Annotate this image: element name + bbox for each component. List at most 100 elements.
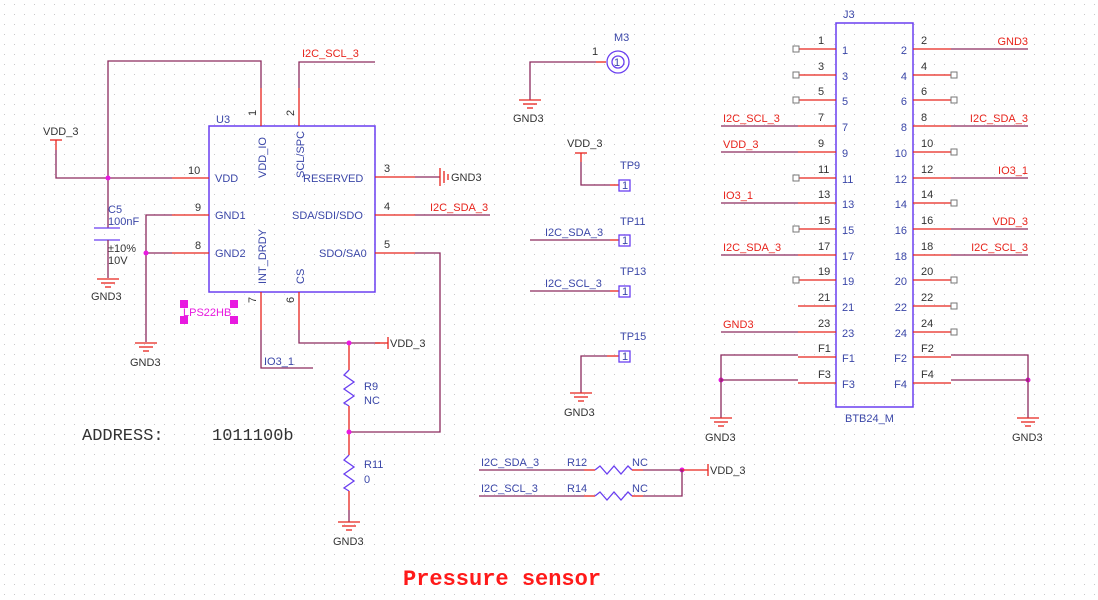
j3-pin-20-num: 20 [921,266,933,278]
j3-pin-8-num: 8 [921,112,927,124]
j3-pin-10-name: 10 [895,148,907,160]
u3-pin-2-name: SCL/SPC [295,131,307,178]
j3-pin-5-name: 5 [842,96,848,108]
gnd-symbol: GND3 [91,278,122,303]
u3-pin-4-num: 4 [384,201,390,213]
j3-pin-12-num: 12 [921,164,933,176]
u3-pin-9-num: 9 [195,202,201,214]
j3-pin-1-num: 1 [818,35,824,47]
r14-value: NC [632,483,648,495]
c5-tolerance: ±10% [108,243,136,255]
c5-ref: C5 [108,204,122,216]
gnd-label: GND3 [130,357,161,369]
tp9-ref: TP9 [620,160,640,172]
tp-pin-glyph: 1 [622,235,628,247]
j3-pin-17-name: 17 [842,251,854,263]
u3-component[interactable]: U3 10 VDD 9 GND1 8 GND2 3 RESERVED 4 SDA… [172,88,415,330]
j3-net-label: I2C_SCL_3 [723,113,780,125]
r14-ref: R14 [567,483,587,495]
j3-pin-23-name: 23 [842,328,854,340]
gnd-symbol: GND3 [130,342,161,369]
u3-pin-5-num: 5 [384,239,390,251]
gnd-label: GND3 [91,291,122,303]
tp-pin-glyph: 1 [622,180,628,192]
r12-value: NC [632,457,648,469]
j3-pin-13-num: 13 [818,189,830,201]
tp11-ref: TP11 [620,216,645,228]
u3-pin-7-name: INT_DRDY [257,228,269,284]
gnd-symbol: GND3 [333,521,364,548]
tp13-net: I2C_SCL_3 [545,278,602,290]
net-label-vdd: VDD_3 [390,338,425,350]
gnd-symbol: GND3 [439,168,482,186]
j3-pin-12-name: 12 [895,174,907,186]
j3-connector[interactable]: J3 BTB24_M 11335577I2C_SCL_399VDD_311111… [705,9,1043,444]
tp11[interactable]: 1 I2C_SDA_3 TP11 [530,216,645,247]
j3-pin-4-name: 4 [901,71,907,83]
j3-pin-9-name: 9 [842,148,848,160]
no-connect-marker [792,71,800,79]
j3-pin-F1-num: F1 [818,343,831,355]
u3-part-name: LPS22HB [183,307,231,319]
j3-net-label: VDD_3 [723,139,758,151]
no-connect-marker [792,174,800,182]
j3-pin-F2-num: F2 [921,343,934,355]
j3-pin-23-num: 23 [818,318,830,330]
j3-pin-14-name: 14 [895,199,907,211]
gnd-label: GND3 [705,432,736,444]
j3-pins: 11335577I2C_SCL_399VDD_311111313IO3_1151… [721,35,1028,391]
j3-pin-7-name: 7 [842,122,848,134]
net-label-io: IO3_1 [264,356,294,368]
u3-pin-6-num: 6 [285,297,297,303]
j3-pin-F3-num: F3 [818,369,831,381]
j3-pin-19-name: 19 [842,276,854,288]
j3-pin-24-name: 24 [895,328,907,340]
no-connect-marker [792,45,800,53]
j3-pin-22-name: 22 [895,302,907,314]
no-connect-marker [950,302,958,310]
j3-pin-24-num: 24 [921,318,933,330]
address-label: ADDRESS: [82,427,164,446]
r12-r14-pullups[interactable]: VDD_3 I2C_SDA_3 I2C_SCL_3 R12 NC R14 NC [479,457,745,501]
j3-pin-21-name: 21 [842,302,854,314]
j3-ref: J3 [843,9,855,21]
gnd-label: GND3 [451,172,482,184]
u3-pin-1-name: VDD_IO [257,137,269,178]
u3-pin-7-num: 7 [247,297,259,303]
no-connect-marker [950,199,958,207]
u3-pin-3-name: RESERVED [303,173,363,185]
j3-pin-13-name: 13 [842,199,854,211]
no-connect-marker [792,225,800,233]
gnd-label: GND3 [564,407,595,419]
junction-dot [346,340,352,346]
j3-pin-17-num: 17 [818,241,830,253]
u3-pin-8-name: GND2 [215,248,246,260]
j3-pin-F2-name: F2 [894,353,907,365]
u3-wires [50,60,490,522]
j3-net-label: I2C_SCL_3 [971,242,1028,254]
j3-pin-7-num: 7 [818,112,824,124]
tp9[interactable]: 1 VDD_3 TP9 [567,138,640,192]
net-label-vdd: VDD_3 [710,465,745,477]
j3-pin-2-name: 2 [901,45,907,57]
u3-body [208,125,376,293]
j3-pin-10-num: 10 [921,138,933,150]
c5-value: 100nF [108,216,139,228]
j3-net-label: IO3_1 [998,165,1028,177]
r9-ref: R9 [364,381,378,393]
tp15[interactable]: 1 TP15 GND3 [564,331,646,419]
u3-pin-4-name: SDA/SDI/SDO [292,210,363,222]
tp13[interactable]: 1 I2C_SCL_3 TP13 [530,266,646,298]
j3-pin-16-num: 16 [921,215,933,227]
r11-value: 0 [364,474,370,486]
j3-pin-3-name: 3 [842,71,848,83]
net-label-sda: I2C_SDA_3 [430,202,488,214]
m3-ref: M3 [614,32,629,44]
u3-pin-5-name: SDO/SA0 [319,248,367,260]
j3-pin-2-num: 2 [921,35,927,47]
j3-net-label: VDD_3 [993,216,1028,228]
sheet-title: Pressure sensor [403,567,601,592]
j3-pin-6-name: 6 [901,96,907,108]
m3-mounting-hole[interactable]: 1 1 M3 GND3 [513,32,630,125]
j3-net-label: GND3 [997,36,1028,48]
